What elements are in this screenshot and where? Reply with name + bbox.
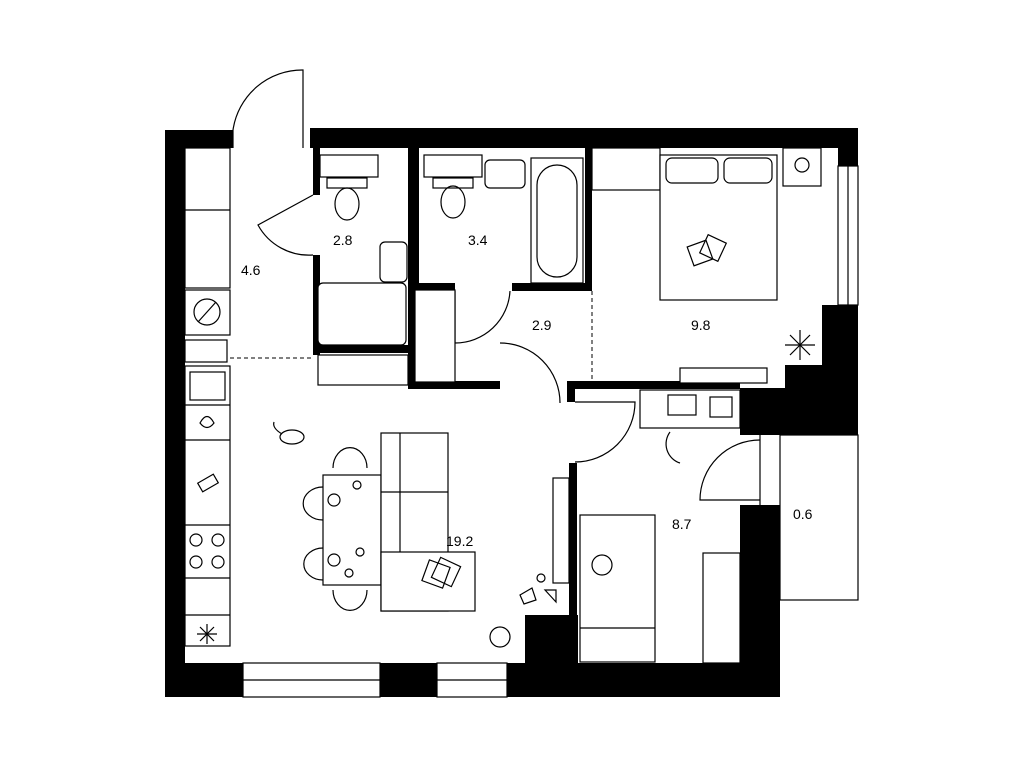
single-bed <box>579 514 656 663</box>
sofa <box>380 432 476 612</box>
star-plant-icon <box>785 330 815 360</box>
area-label-wc: 2.8 <box>333 232 353 248</box>
area-label-hallway: 4.6 <box>241 262 261 278</box>
dog-icon <box>273 421 305 445</box>
sink-icon <box>189 371 226 401</box>
appliance-icon <box>196 473 220 493</box>
kitchen-counter <box>184 147 231 647</box>
kids-room-furniture <box>273 389 741 664</box>
double-bed <box>591 147 822 384</box>
area-label-bedroom: 9.8 <box>691 317 711 333</box>
wardrobe <box>702 552 741 664</box>
plant-icon <box>489 626 511 648</box>
balcony <box>779 434 859 601</box>
area-label-corridor: 2.9 <box>532 317 552 333</box>
area-label-kids-room: 8.7 <box>672 516 692 532</box>
area-label-living-kitchen: 19.2 <box>446 533 473 549</box>
toys-icon <box>519 573 557 605</box>
dresser <box>679 367 768 384</box>
radiator <box>552 477 570 584</box>
room-labels: 4.6 2.8 3.4 2.9 9.8 19.2 8.7 0.6 <box>241 232 813 549</box>
bathroom-fixtures <box>317 154 584 386</box>
desk <box>639 389 741 429</box>
windows <box>242 165 859 698</box>
dining-table <box>302 447 382 611</box>
stove-icon <box>189 533 225 569</box>
area-label-bathroom: 3.4 <box>468 232 488 248</box>
fridge-icon <box>197 624 217 644</box>
doors <box>232 69 761 501</box>
shower-tray <box>317 282 407 346</box>
boiler-icon <box>184 289 231 336</box>
drop-icon <box>199 415 215 429</box>
walls <box>165 128 858 697</box>
bedside-lamp <box>782 147 822 187</box>
wc-fixtures <box>317 154 408 346</box>
area-label-balcony: 0.6 <box>793 506 813 522</box>
